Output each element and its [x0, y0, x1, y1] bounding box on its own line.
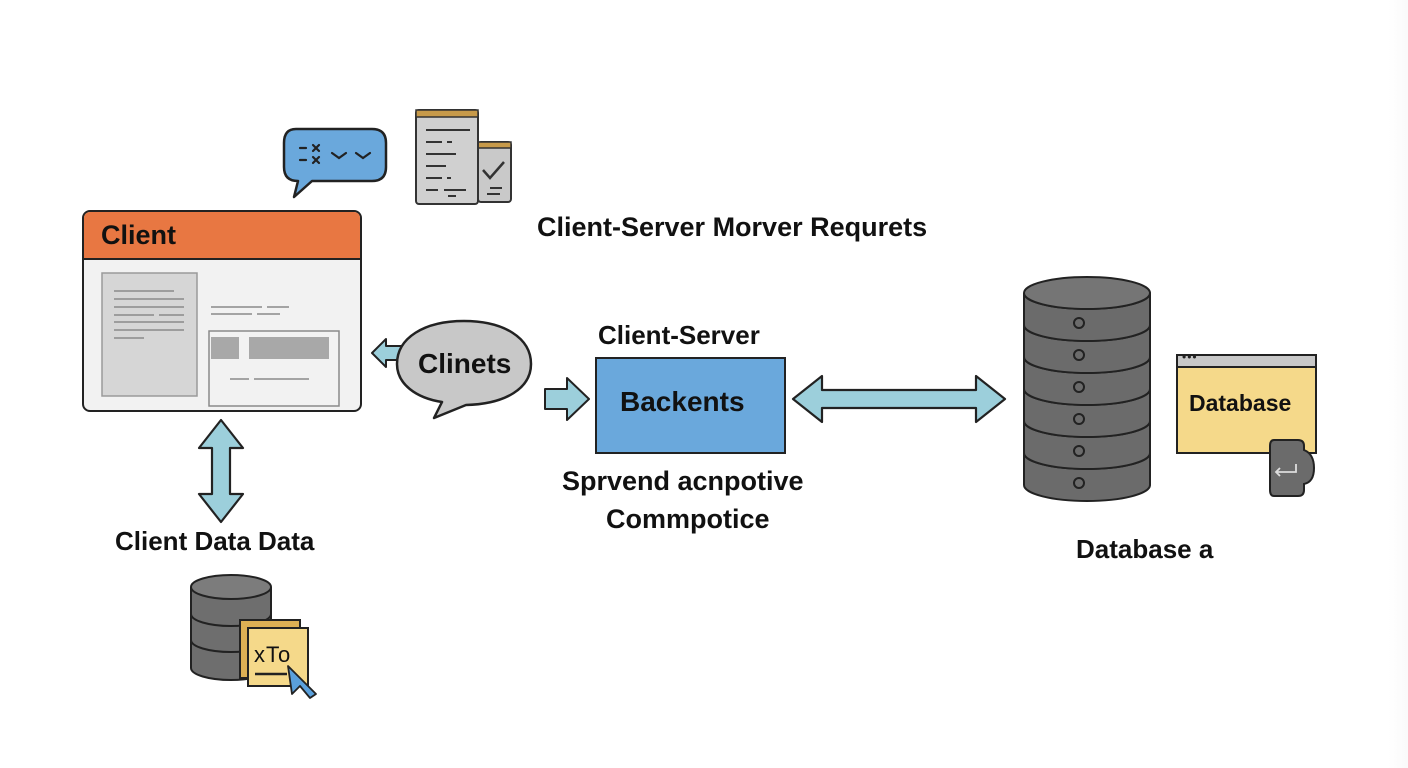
clinets-bubble-label: Clinets — [418, 348, 512, 379]
vertical-double-arrow — [197, 418, 245, 524]
server-caption-line2: Commpotice — [606, 504, 770, 534]
document-checklist-icon — [415, 109, 512, 205]
client-window-content — [101, 272, 340, 407]
server-heading: Client-Server — [598, 320, 760, 350]
window-dots-icon: ••• — [1182, 350, 1198, 364]
client-window: Client — [82, 210, 362, 412]
database-tier-indicator — [1073, 445, 1085, 457]
return-key-icon — [1269, 439, 1316, 497]
clinets-bubble — [395, 319, 533, 420]
client-window-header: Client — [84, 212, 360, 260]
arrow-to-server — [544, 377, 590, 421]
database-server-icon — [1023, 276, 1151, 502]
client-window-title: Client — [101, 220, 177, 250]
database-window-label: Database — [1189, 390, 1292, 416]
diagram-title: Client-Server Morver Requrets — [537, 212, 928, 242]
server-caption-line1: Sprvend acnpotive — [562, 466, 804, 496]
database-tier-indicator — [1073, 349, 1085, 361]
horizontal-double-arrow — [791, 374, 1007, 424]
chat-bubble-icon — [282, 127, 388, 199]
client-database-icon — [190, 574, 317, 699]
database-window: ••• — [1176, 350, 1317, 454]
database-tier-indicator — [1073, 317, 1085, 329]
right-edge-shadow — [1388, 0, 1408, 768]
database-tier-indicator — [1073, 381, 1085, 393]
database-tier-indicator — [1073, 413, 1085, 425]
client-data-card-text: xTo — [254, 642, 292, 667]
database-window-titlebar: ••• — [1178, 350, 1315, 368]
client-data-label: Client Data Data — [115, 526, 315, 556]
database-tier-indicator — [1073, 477, 1085, 489]
database-label: Database a — [1076, 534, 1214, 564]
server-box-label: Backents — [620, 386, 745, 417]
server-box — [595, 357, 786, 454]
